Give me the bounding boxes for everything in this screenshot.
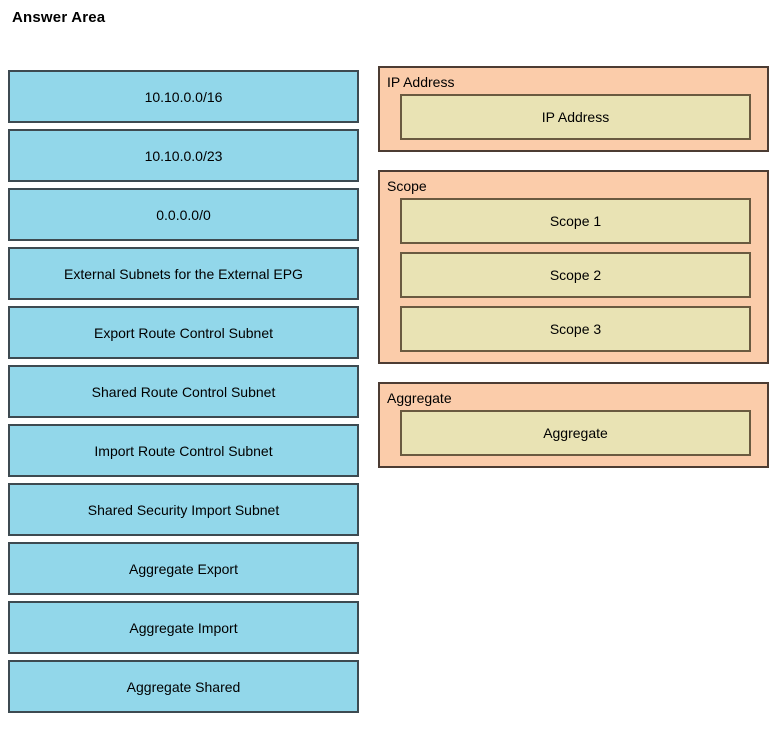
source-tile[interactable]: 10.10.0.0/23 [8,129,359,182]
source-tile-label: Aggregate Export [129,560,238,577]
target-panel-title: Scope [387,178,427,194]
source-tile[interactable]: Aggregate Shared [8,660,359,713]
source-tile-label: External Subnets for the External EPG [64,265,303,282]
source-tile-label: Shared Security Import Subnet [87,501,280,518]
source-tile-label: 10.10.0.0/23 [144,147,223,164]
target-panel: IP Address IP Address [378,66,769,152]
source-tile[interactable]: Export Route Control Subnet [8,306,359,359]
target-panel-title: IP Address [387,74,455,90]
source-tile-label: Export Route Control Subnet [94,324,273,341]
source-tile[interactable]: Aggregate Import [8,601,359,654]
page-title: Answer Area [12,9,106,26]
drop-slot[interactable]: Aggregate [400,410,751,456]
drop-slot-label: Scope 2 [549,267,602,283]
drop-slot[interactable]: IP Address [400,94,751,140]
source-tile[interactable]: External Subnets for the External EPG [8,247,359,300]
target-panel-title: Aggregate [387,390,452,406]
drop-slot-label: IP Address [541,109,610,125]
source-tile-label: Aggregate Shared [126,678,241,695]
source-tile[interactable]: 0.0.0.0/0 [8,188,359,241]
source-tile[interactable]: 10.10.0.0/16 [8,70,359,123]
drop-slot[interactable]: Scope 1 [400,198,751,244]
source-tile-label: Aggregate Import [129,619,238,636]
source-tile[interactable]: Shared Route Control Subnet [8,365,359,418]
source-tile[interactable]: Import Route Control Subnet [8,424,359,477]
drop-slot[interactable]: Scope 2 [400,252,751,298]
drop-slot-label: Scope 1 [549,213,602,229]
drop-slot-label: Scope 3 [549,321,602,337]
source-tile[interactable]: Aggregate Export [8,542,359,595]
source-tile-label: 0.0.0.0/0 [156,206,211,223]
source-tile-label: 10.10.0.0/16 [144,88,223,105]
drop-slot-label: Aggregate [543,425,608,441]
source-tile-label: Shared Route Control Subnet [91,383,276,400]
source-tile-label: Import Route Control Subnet [94,442,273,459]
drop-slot[interactable]: Scope 3 [400,306,751,352]
source-tile[interactable]: Shared Security Import Subnet [8,483,359,536]
